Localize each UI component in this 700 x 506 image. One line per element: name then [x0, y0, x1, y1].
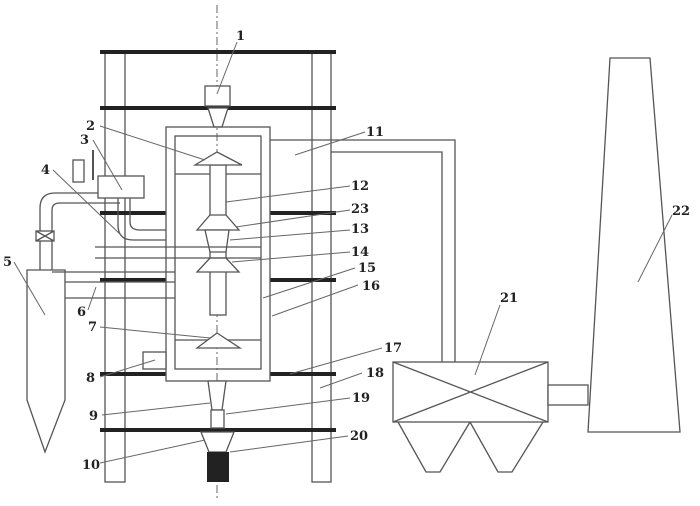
label-3: 3	[80, 133, 89, 148]
label-6: 6	[77, 305, 86, 320]
label-1: 1	[236, 29, 245, 44]
reaction-chamber	[142, 126, 271, 482]
label-11: 11	[366, 125, 384, 140]
label-16: 16	[362, 279, 380, 294]
label-8: 8	[86, 371, 95, 386]
label-21: 21	[500, 291, 518, 306]
label-14: 14	[351, 245, 369, 260]
label-7: 7	[88, 320, 97, 335]
label-18: 18	[366, 366, 384, 381]
leader-lines	[13, 41, 673, 464]
label-22: 22	[672, 204, 690, 219]
chimney	[587, 57, 681, 433]
label-10: 10	[82, 458, 100, 473]
bag-filter	[392, 361, 589, 473]
feeder	[204, 85, 231, 128]
label-20: 20	[350, 429, 368, 444]
label-2: 2	[86, 119, 95, 134]
label-15: 15	[358, 261, 376, 276]
label-5: 5	[3, 255, 12, 270]
flue-duct	[270, 139, 456, 362]
label-13: 13	[351, 222, 369, 237]
label-4: 4	[41, 163, 50, 178]
part-labels: 1 2 3 4 5 6 7 8 9 10 11 12 13 14 15 16 1…	[3, 29, 690, 473]
label-12: 12	[351, 179, 369, 194]
label-19: 19	[352, 391, 370, 406]
label-17: 17	[384, 341, 402, 356]
label-9: 9	[89, 409, 98, 424]
cyclone-and-pipes	[26, 150, 261, 454]
label-23: 23	[351, 202, 369, 217]
